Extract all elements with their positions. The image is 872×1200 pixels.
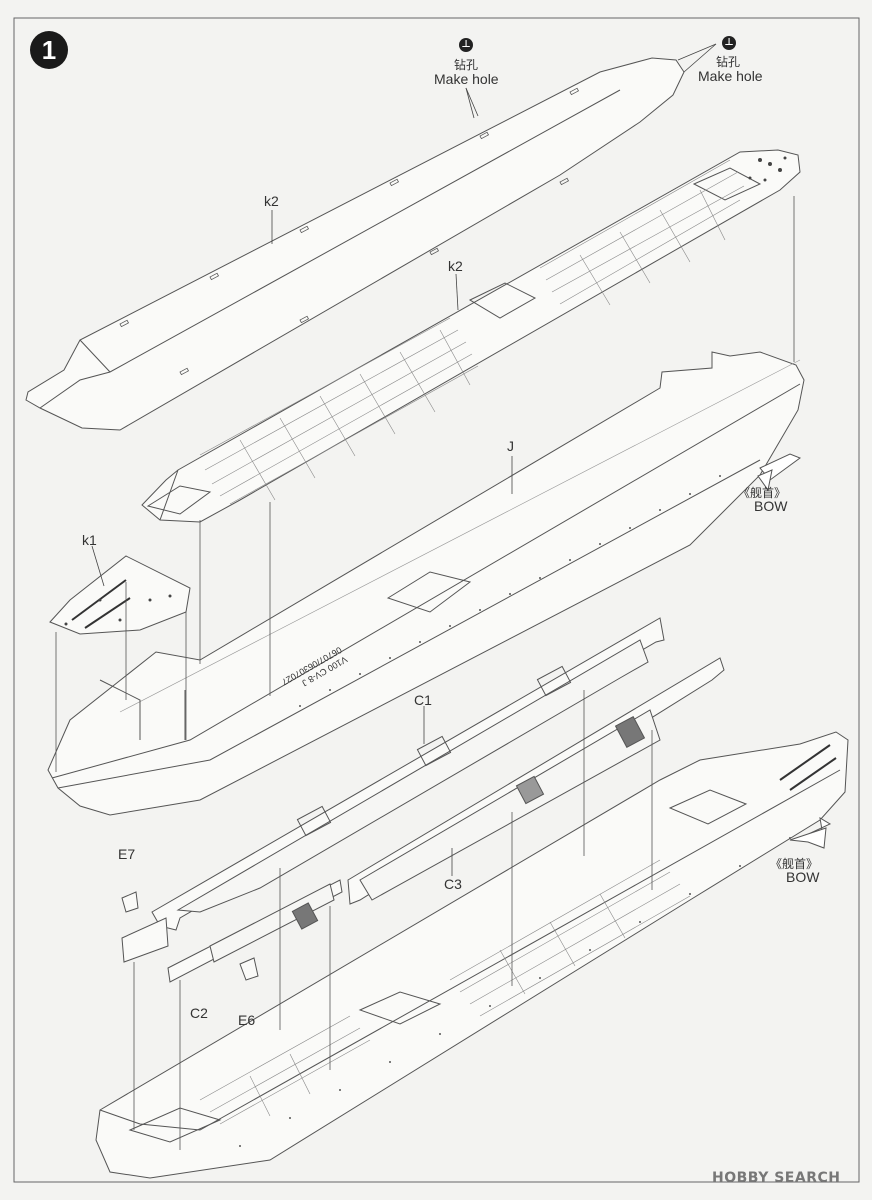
part-label-c1: C1 [414, 692, 432, 708]
part-e6 [239, 957, 259, 981]
deck-grid [199, 159, 745, 505]
part-label-c3: C3 [444, 876, 462, 892]
part-label-k2-mid: k2 [448, 258, 463, 274]
bottom-deck-grid [199, 859, 691, 1125]
part-label-k2-top: k2 [264, 193, 279, 209]
make-hole-en: Make hole [698, 68, 763, 84]
part-k1-stern-deck [49, 555, 191, 635]
page-border [13, 17, 860, 1183]
bow-cn: 《舰首》 [738, 486, 787, 500]
step-number-badge: 1 [30, 31, 68, 69]
k2-mid-leader [455, 273, 459, 311]
hobby-search-watermark: HOBBY SEARCH [712, 1170, 841, 1186]
assembled-hull [95, 731, 849, 1179]
part-label-e7: E7 [118, 846, 136, 862]
part-label-e6: E6 [238, 1012, 256, 1028]
k1-leader [91, 545, 105, 587]
drill-icon: ⊥ [722, 36, 736, 50]
make-hole-en: Make hole [434, 71, 499, 87]
part-j-hull [47, 351, 805, 816]
make-hole-cn: 钻孔 [716, 55, 741, 69]
make-hole-cn: 钻孔 [454, 58, 479, 72]
part-c2-side-panel [167, 879, 343, 983]
bow-en: BOW [786, 869, 820, 885]
make-hole-leaders [465, 43, 717, 119]
part-e7 [121, 891, 169, 963]
drill-icon: ⊥ [459, 38, 473, 52]
part-k2-hangar-deck [141, 149, 801, 523]
part-label-k1: k1 [82, 532, 97, 548]
part-c3-side-panel [347, 657, 725, 905]
bow-en: BOW [754, 498, 788, 514]
assembly-guide-lines [55, 196, 795, 1150]
part-k2-flight-deck-top [25, 57, 685, 431]
bow-cn: 《舰首》 [770, 857, 819, 871]
part-label-c2: C2 [190, 1005, 208, 1021]
part-label-j: J [507, 438, 514, 454]
